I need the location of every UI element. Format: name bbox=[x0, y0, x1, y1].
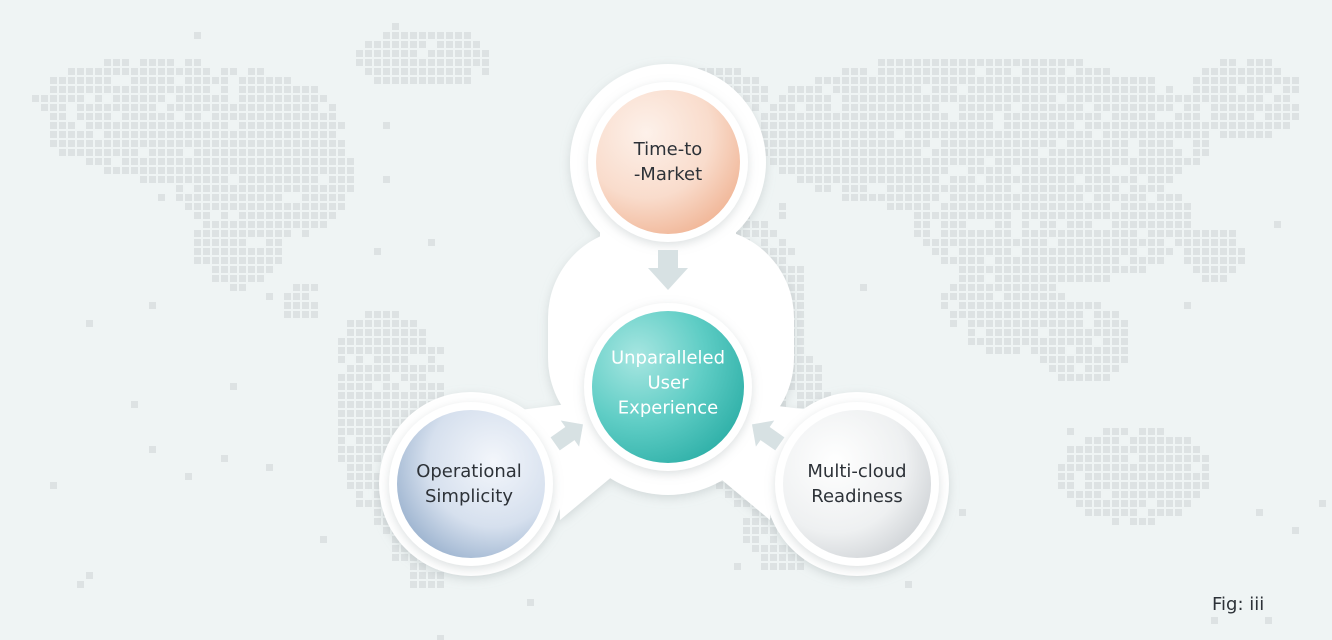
figure-caption: Fig: iii bbox=[1212, 594, 1265, 615]
node-top-line2: -Market bbox=[633, 164, 703, 185]
node-center-label: Unparalleled User Experience bbox=[593, 346, 743, 421]
arrow-left-up-icon bbox=[550, 420, 584, 451]
node-right-label: Multi-cloud Readiness bbox=[782, 459, 932, 509]
node-right-line1: Multi-cloud bbox=[807, 461, 907, 482]
node-right-circle bbox=[775, 402, 939, 566]
node-top-line1: Time-to bbox=[633, 139, 703, 160]
node-right-line2: Readiness bbox=[811, 486, 903, 507]
node-top-circle bbox=[588, 82, 748, 242]
arrow-top-down-icon bbox=[648, 250, 688, 290]
node-left-circle bbox=[389, 402, 553, 566]
node-left-label: Operational Simplicity bbox=[394, 459, 544, 509]
node-left-line1: Operational bbox=[416, 461, 522, 482]
node-center-line2: User bbox=[647, 372, 689, 394]
node-left-line2: Simplicity bbox=[425, 486, 513, 507]
node-center-line3: Experience bbox=[617, 397, 719, 419]
node-top-label: Time-to -Market bbox=[593, 137, 743, 187]
arrow-right-up-icon bbox=[751, 420, 785, 451]
node-center-line1: Unparalleled bbox=[610, 347, 726, 369]
node-center-circle bbox=[584, 303, 752, 471]
